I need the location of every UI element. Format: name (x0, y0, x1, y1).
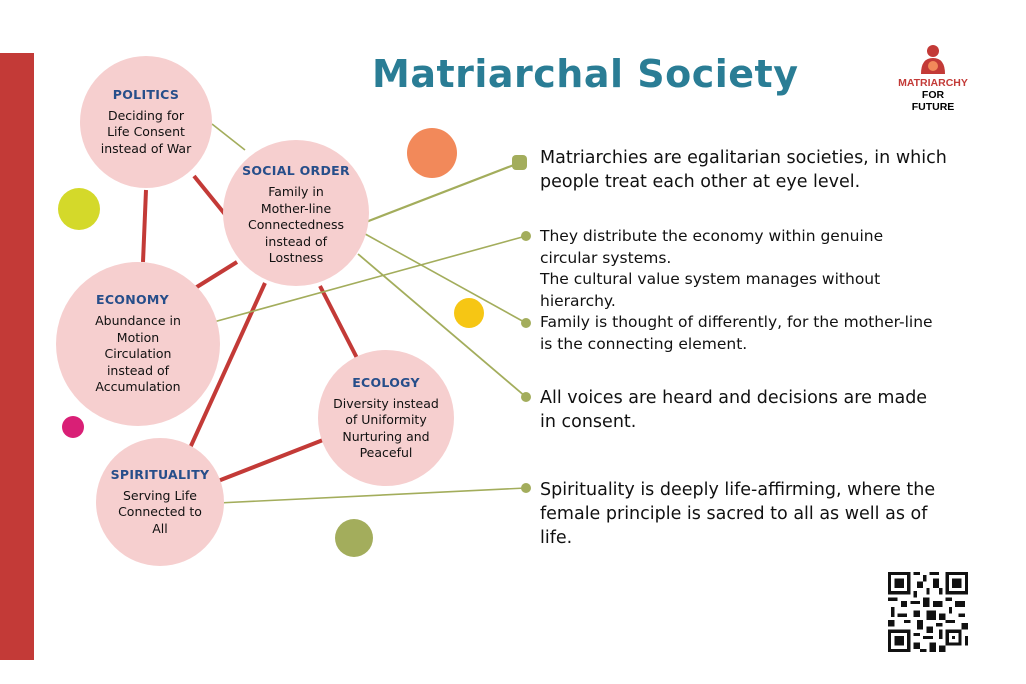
node-spirituality-line: All (152, 520, 168, 536)
statement-line: Family is thought of differently, for th… (540, 313, 933, 331)
link-social-ecology (318, 285, 359, 359)
node-social-order: SOCIAL ORDER Family in Mother-line Conne… (223, 140, 369, 286)
pointer-social-family (357, 229, 527, 324)
statement-line: Matriarchies are egalitarian societies, … (540, 148, 947, 168)
pointer-spirituality-s4 (217, 487, 527, 504)
node-economy-heading: ECONOMY (96, 292, 170, 308)
decorative-dot-yellow (454, 298, 484, 328)
node-ecology-line: Peaceful (359, 445, 413, 460)
logo-mark-icon (921, 45, 945, 74)
pointer-dot-1 (512, 155, 527, 170)
decorative-dot-orange (407, 128, 457, 178)
statement-spirituality: Spirituality is deeply life-affirming, w… (540, 478, 1000, 550)
statement-line: All voices are heard and decisions are m… (540, 388, 928, 408)
pointer-dot-5 (521, 483, 531, 493)
pointer-dot-3 (521, 318, 531, 328)
link-politics-social (192, 174, 230, 220)
node-politics: POLITICS Deciding for Life Consent inste… (80, 56, 212, 188)
statement-line: in consent. (540, 412, 637, 432)
node-spirituality-heading: SPIRITUALITY (110, 466, 210, 482)
pointer-social-voices (357, 253, 527, 398)
logo-text-line2: FOR (921, 89, 945, 101)
node-ecology-heading: ECOLOGY (352, 374, 420, 390)
statement-line: female principle is sacred to all as wel… (540, 504, 928, 524)
statement-line: is the connecting element. (540, 334, 748, 353)
link-politics-economy (141, 189, 148, 263)
node-economy-line: Abundance in (95, 313, 181, 329)
statement-line: Spirituality is deeply life-affirming, w… (540, 480, 936, 500)
node-social-order-line: Connectedness (248, 217, 344, 233)
logo-text-line1: MATRIARCHY (898, 77, 968, 89)
page-title: Matriarchal Society (372, 52, 799, 96)
statement-egalitarian: Matriarchies are egalitarian societies, … (540, 146, 1000, 194)
statement-line: people treat each other at eye level. (540, 172, 861, 192)
node-social-order-line: Family in (268, 184, 324, 200)
qr-code[interactable] (888, 572, 968, 652)
node-spirituality-line: Connected to (118, 504, 202, 520)
decorative-dot-magenta (62, 416, 84, 438)
statement-line: They distribute the economy within genui… (540, 227, 884, 245)
pointer-social-s1 (365, 161, 520, 224)
node-economy-line: instead of (106, 362, 170, 378)
link-social-economy (190, 260, 239, 292)
node-social-order-heading: SOCIAL ORDER (242, 163, 350, 179)
node-politics-line: Deciding for (107, 107, 185, 123)
pointer-economy-s2 (209, 235, 527, 324)
node-economy-line: Circulation (104, 346, 172, 362)
node-social-order-line: instead of (264, 233, 328, 249)
node-economy-line: Accumulation (95, 379, 181, 395)
statement-line: The cultural value system manages withou… (540, 270, 881, 288)
node-social-order-line: Mother-line (260, 200, 332, 216)
node-politics-heading: POLITICS (112, 86, 180, 102)
pointer-politics (211, 123, 246, 151)
logo-text-line3: FUTURE (911, 101, 955, 113)
link-ecology-spirituality (217, 438, 324, 483)
node-politics-line: Life Consent (107, 124, 185, 140)
logo: MATRIARCHY FOR FUTURE (888, 44, 978, 114)
statement-consent: All voices are heard and decisions are m… (540, 386, 1000, 434)
node-spirituality: SPIRITUALITY Serving Life Connected to A… (96, 438, 224, 566)
node-ecology-line: of Uniformity (345, 412, 427, 427)
node-ecology-line: Diversity instead (333, 395, 439, 411)
node-economy: ECONOMY Abundance in Motion Circulation … (56, 262, 220, 426)
statement-line: circular systems. (540, 248, 672, 267)
statement-line: hierarchy. (540, 291, 616, 310)
pointer-dot-2 (521, 231, 531, 241)
node-ecology-line: Nurturing and (342, 428, 430, 444)
decorative-dot-lime (58, 188, 100, 230)
node-social-order-line: Lostness (268, 250, 324, 266)
statement-line: life. (540, 528, 573, 548)
node-ecology: ECOLOGY Diversity instead of Uniformity … (318, 350, 454, 486)
node-economy-line: Motion (116, 329, 160, 345)
pointer-dot-4 (521, 392, 531, 402)
decorative-dot-olive (335, 519, 373, 557)
node-politics-line: instead of War (100, 140, 192, 156)
node-spirituality-line: Serving Life (123, 487, 197, 503)
side-accent-bar (0, 53, 34, 660)
statement-economy-culture-family: They distribute the economy within genui… (540, 226, 1000, 355)
